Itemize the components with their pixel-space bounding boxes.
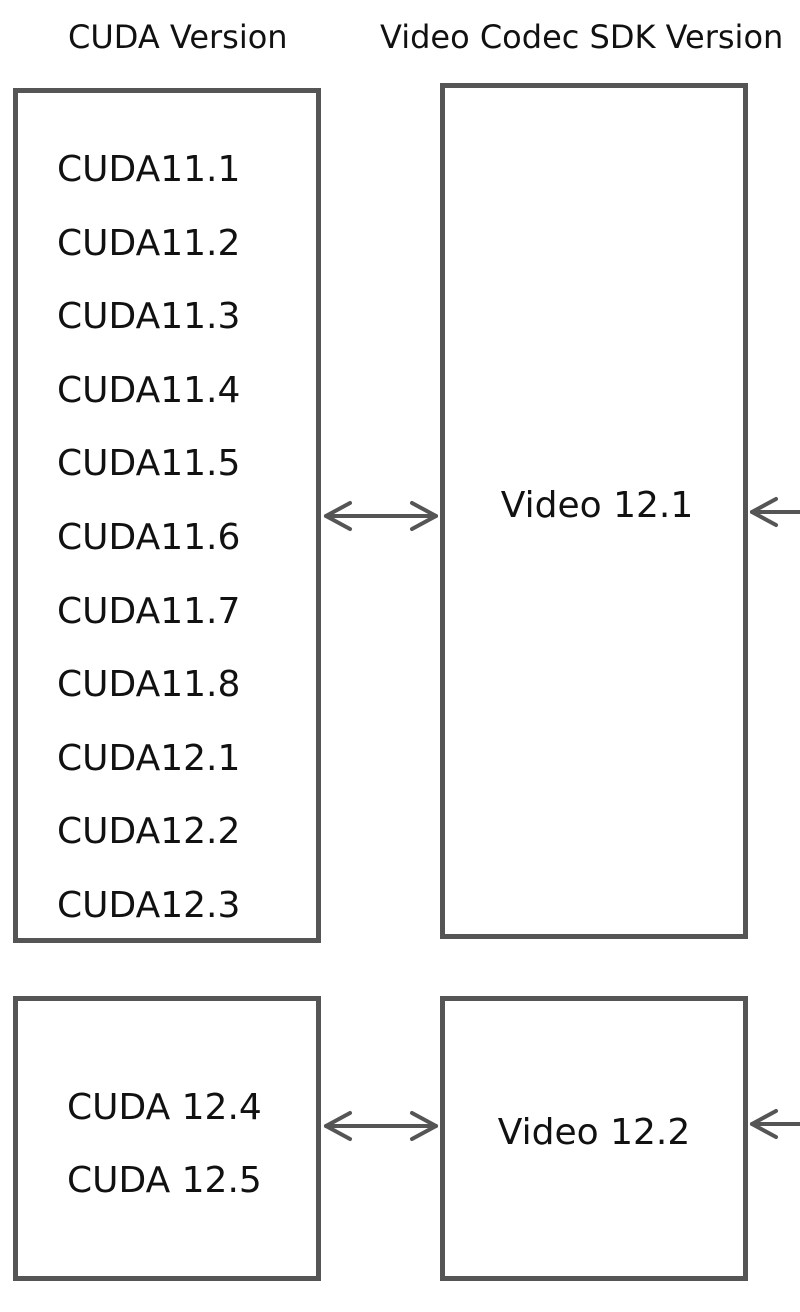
cuda-group-1-list: CUDA11.1 CUDA11.2 CUDA11.3 CUDA11.4 CUDA… <box>57 142 240 952</box>
cuda-version-item: CUDA11.3 <box>57 296 241 338</box>
cuda-group-2-list: CUDA 12.4 CUDA 12.5 <box>67 1080 262 1226</box>
right-edge-arrow-1 <box>750 497 800 527</box>
video-group-1-box <box>440 83 748 939</box>
video-codec-sdk-version-header: Video Codec SDK Version <box>380 18 784 56</box>
cuda-version-item: CUDA12.2 <box>57 811 241 853</box>
cuda-version-item: CUDA 12.5 <box>67 1160 262 1201</box>
cuda-version-item: CUDA11.1 <box>57 149 241 190</box>
cuda-version-header: CUDA Version <box>68 18 288 56</box>
cuda-group-2-box <box>13 996 321 1281</box>
cuda-version-item: CUDA11.2 <box>57 222 241 264</box>
cuda-version-item: CUDA11.7 <box>57 590 241 632</box>
cuda-group-1-box <box>13 88 321 943</box>
cuda-version-item: CUDA11.5 <box>57 443 241 485</box>
double-arrow-group-1 <box>324 501 438 531</box>
cuda-version-item: CUDA12.1 <box>57 737 241 779</box>
cuda-version-item: CUDA11.4 <box>57 369 241 411</box>
right-edge-arrow-2 <box>750 1109 800 1139</box>
video-version-label: Video 12.1 <box>500 485 694 526</box>
cuda-version-item: CUDA11.6 <box>57 516 241 558</box>
video-group-2-box <box>440 996 748 1281</box>
cuda-version-item: CUDA 12.4 <box>67 1087 262 1128</box>
cuda-version-item: CUDA12.3 <box>57 884 241 926</box>
double-arrow-group-2 <box>324 1111 438 1141</box>
video-version-label: Video 12.2 <box>497 1112 691 1153</box>
cuda-version-item: CUDA11.8 <box>57 664 241 706</box>
